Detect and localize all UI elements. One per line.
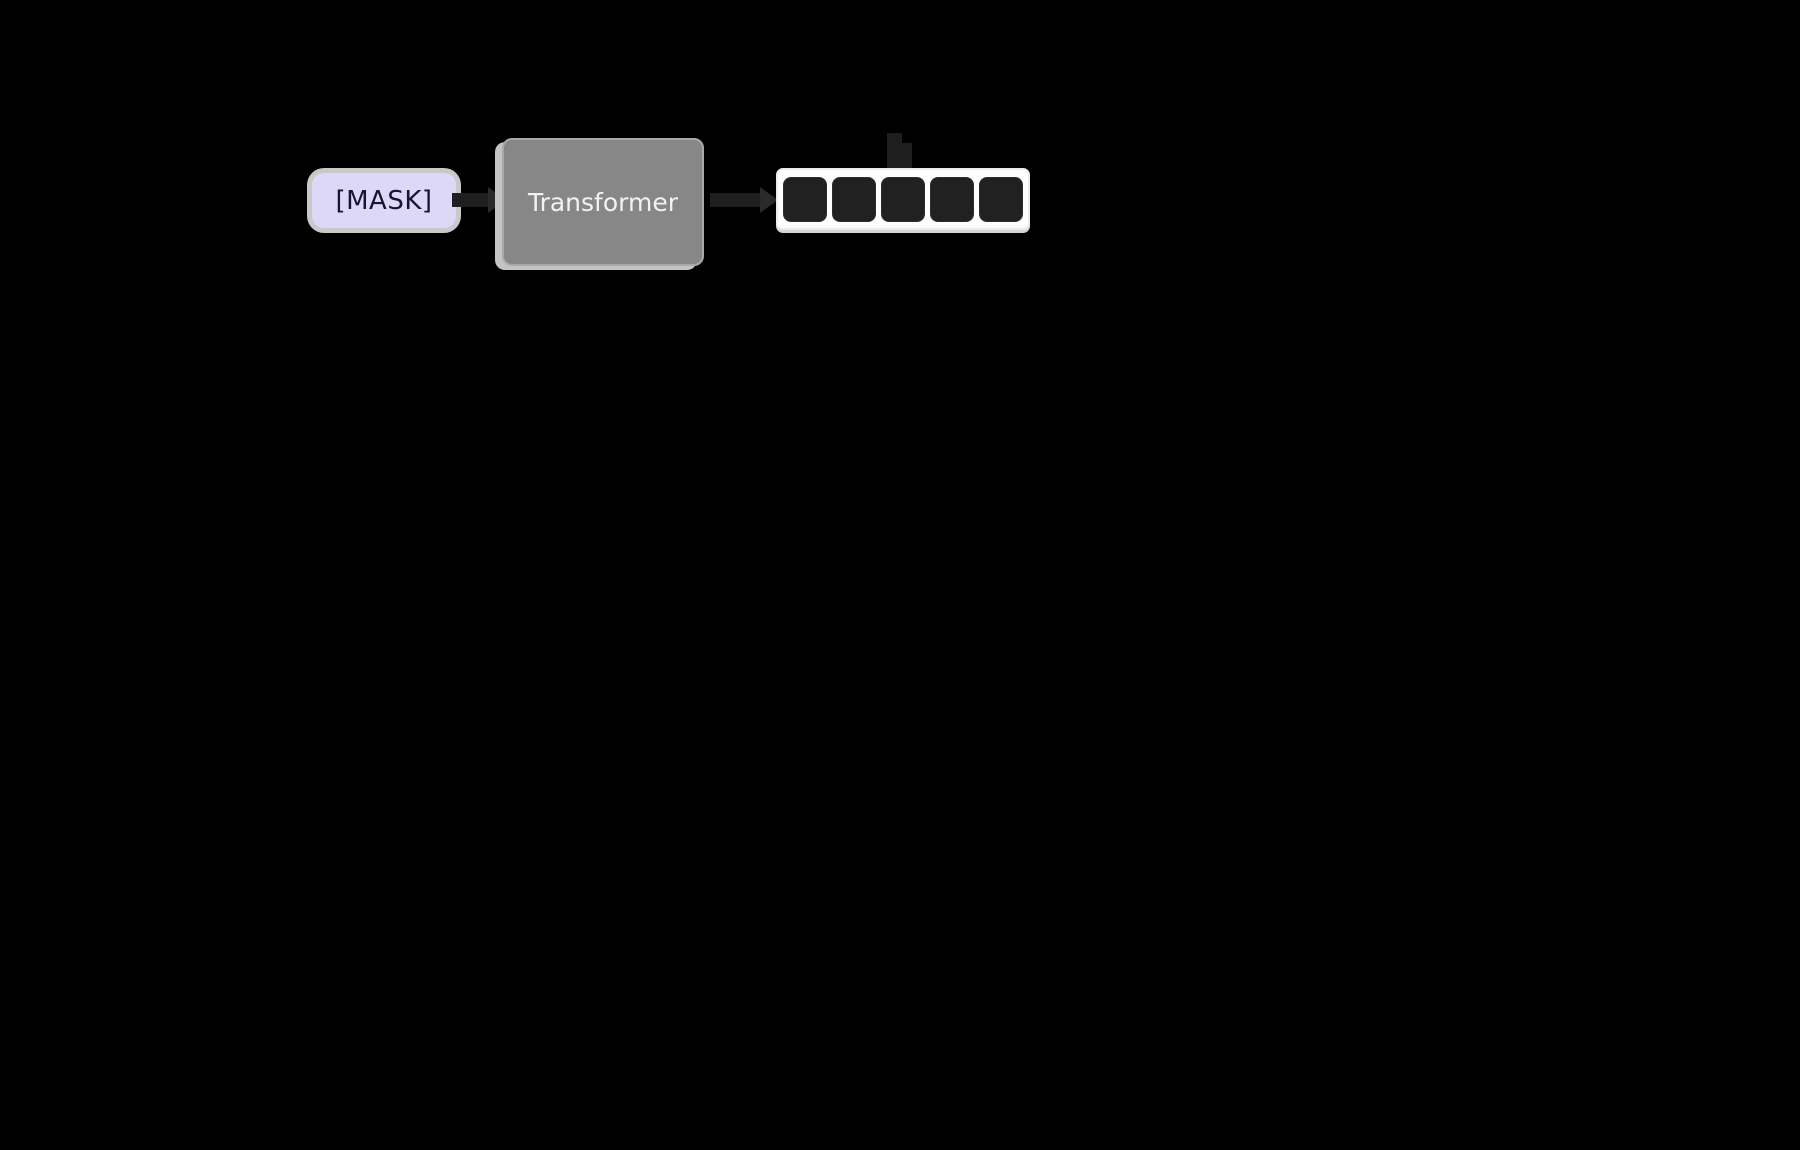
output-token-cell bbox=[881, 176, 925, 222]
arrow-stem bbox=[710, 193, 760, 207]
mask-token-node: [MASK] bbox=[312, 173, 456, 228]
faint-glyph-artifact bbox=[901, 143, 912, 168]
arrow-stem bbox=[452, 193, 488, 207]
transformer-label: Transformer bbox=[527, 187, 678, 217]
arrow-right-icon bbox=[488, 187, 506, 213]
transformer-node: Transformer bbox=[502, 138, 704, 266]
output-token-cell bbox=[979, 176, 1023, 222]
output-token-cell bbox=[930, 176, 974, 222]
arrow-transformer-to-output bbox=[710, 187, 778, 213]
output-token-cell bbox=[832, 176, 876, 222]
arrow-right-icon bbox=[760, 187, 778, 213]
output-token-cell bbox=[783, 176, 827, 222]
faint-glyph-artifact bbox=[887, 133, 902, 168]
output-token-strip bbox=[776, 168, 1030, 230]
mask-token-label: [MASK] bbox=[335, 185, 433, 216]
arrow-mask-to-transformer bbox=[452, 187, 506, 213]
